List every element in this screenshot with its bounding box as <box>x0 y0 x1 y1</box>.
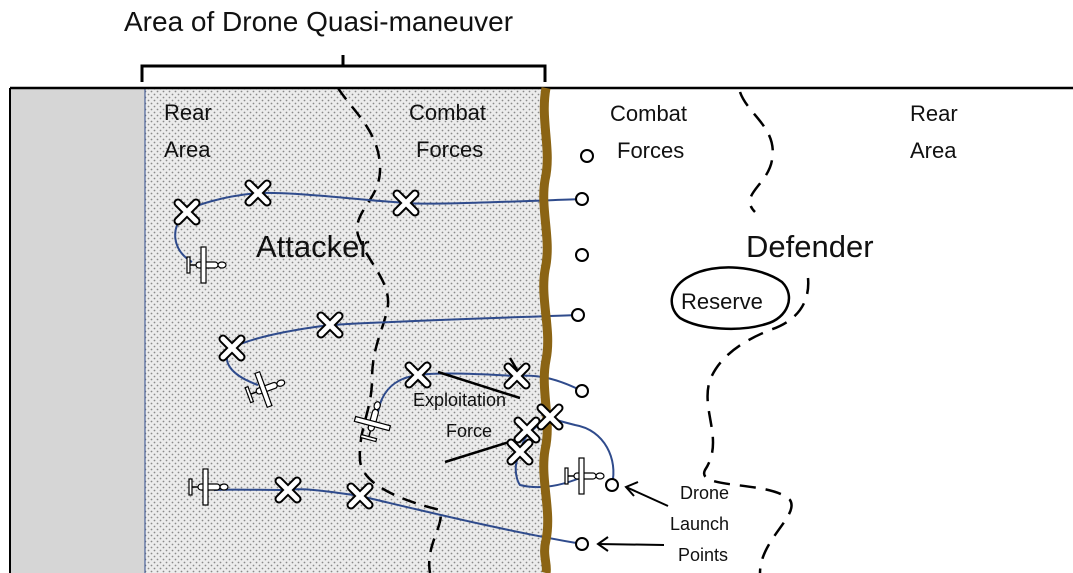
left-panel <box>10 88 145 573</box>
attacker-rear-area-label-2: Area <box>164 137 211 162</box>
exploitation-force-label-1: Exploitation <box>413 390 507 410</box>
launch-point-icon <box>575 384 589 398</box>
launch-point-icon <box>571 308 585 322</box>
launch-points <box>571 149 619 551</box>
attacker-rear-boundary <box>336 87 443 573</box>
reserve-outline <box>670 266 791 331</box>
launch-point-icon <box>575 537 589 551</box>
strike-x-icon <box>321 316 339 334</box>
strike-x-icon <box>508 367 526 385</box>
strike-x-icon <box>409 366 427 384</box>
strike-x-icon <box>279 481 297 499</box>
defender-rear-area-label-1: Rear <box>910 101 958 126</box>
defender-rear-area-label-2: Area <box>910 138 957 163</box>
launch-point-icon <box>575 248 589 262</box>
launch-points-label-3: Points <box>678 545 729 565</box>
strike-x-icon <box>351 487 369 505</box>
defender-label: Defender <box>746 229 874 264</box>
attacker-label: Attacker <box>256 229 370 264</box>
strike-x-icon <box>223 339 241 357</box>
defender-combat-forces-label-1: Combat <box>610 101 688 126</box>
strike-x-icon <box>249 184 267 202</box>
title-bracket <box>140 55 547 82</box>
strike-x-icon <box>518 421 536 439</box>
front-line <box>539 87 553 573</box>
strike-x-icon <box>541 408 559 426</box>
attacker-combat-forces-label-2: Forces <box>416 137 484 162</box>
flight-paths <box>174 191 615 545</box>
attacker-zone-dots <box>145 88 547 573</box>
exploitation-force-label-2: Force <box>446 421 493 441</box>
page-title: Area of Drone Quasi-maneuver <box>124 6 514 37</box>
reserve-label: Reserve <box>681 289 763 314</box>
launch-point-icon <box>580 149 594 163</box>
attacker-rear-area-label-1: Rear <box>164 100 212 125</box>
strike-x-icon <box>511 443 529 461</box>
launch-point-icon <box>605 478 619 492</box>
defender-combat-forces-label-2: Forces <box>617 138 685 163</box>
strike-x-icon <box>178 203 196 221</box>
defender-rear-boundary <box>702 91 810 573</box>
launch-point-arrows <box>596 481 669 552</box>
drone-icon <box>564 457 605 495</box>
launch-points-label-1: Drone <box>680 483 730 503</box>
launch-point-icon <box>575 192 589 206</box>
attacker-combat-forces-label-1: Combat <box>409 100 487 125</box>
strike-x-icon <box>397 194 415 212</box>
launch-points-label-2: Launch <box>670 514 730 534</box>
